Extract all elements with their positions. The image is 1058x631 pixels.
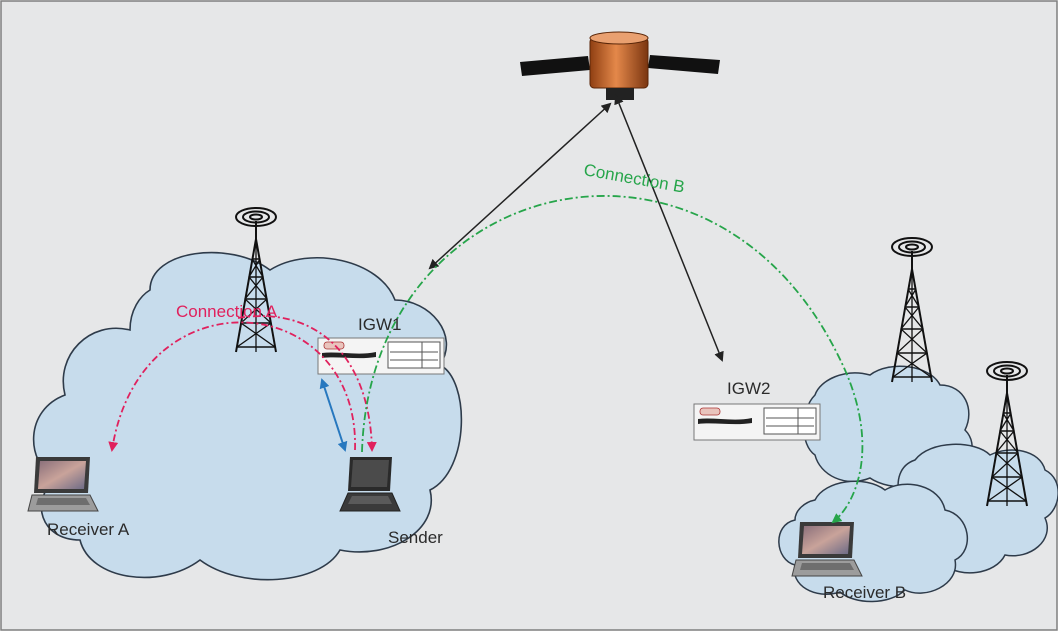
local-link <box>319 378 348 452</box>
sender-label: Sender <box>388 528 443 547</box>
receiver-b-label: Receiver B <box>823 583 906 602</box>
gateway-device-icon <box>317 337 445 375</box>
satellite-link-igw1 <box>428 102 612 270</box>
laptop-icon <box>791 521 863 577</box>
receiver-a-label: Receiver A <box>47 520 130 539</box>
connection-a-path <box>237 315 377 452</box>
igw1-label: IGW1 <box>358 315 401 334</box>
laptop-icon <box>27 456 99 512</box>
connection-a-label: Connection A <box>176 302 278 321</box>
satellite-link-igw2 <box>614 94 724 362</box>
satellite-icon <box>520 31 720 100</box>
igw2-label: IGW2 <box>727 379 770 398</box>
gateway-device-icon <box>693 403 821 441</box>
connection-b-path <box>361 195 864 524</box>
